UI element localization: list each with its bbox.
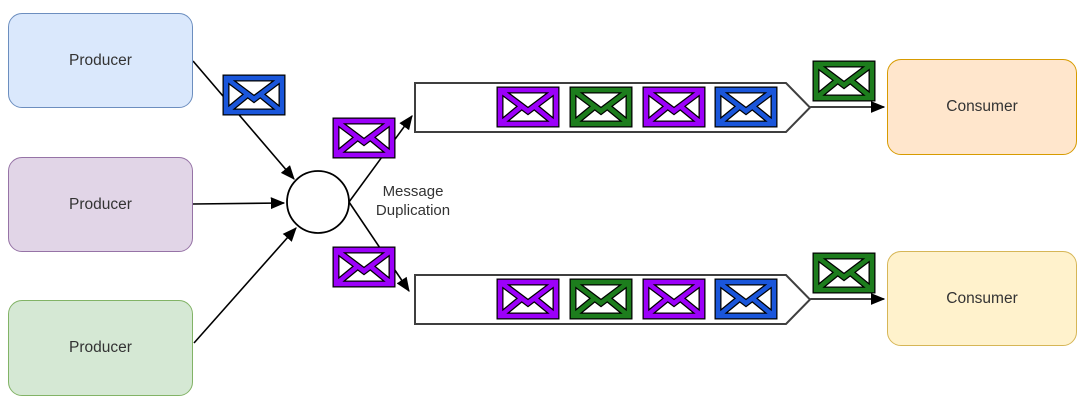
envelope-icon-queue1-blue (718, 90, 774, 124)
envelope-icon-queue1-purple-1 (500, 90, 556, 124)
arrow-duplicator-to-queue-1 (348, 115, 413, 203)
producer-3-label: Producer (69, 339, 132, 356)
arrow-producer-1-to-duplicator (192, 60, 295, 180)
producer-box-1: Producer (8, 13, 193, 108)
producer-box-2: Producer (8, 157, 193, 252)
consumer-2-label: Consumer (946, 289, 1018, 307)
producer-2-label: Producer (69, 195, 132, 213)
envelope-icon-queue1-green (573, 90, 629, 124)
consumer-box-2: Consumer (887, 251, 1077, 346)
envelope-icon-queue2-blue (718, 282, 774, 316)
envelope-icon-green-bottom (816, 256, 872, 290)
producer-1-label: Producer (69, 51, 132, 69)
consumer-box-1: Consumer (887, 59, 1077, 155)
arrow-producer-2-to-duplicator (192, 197, 286, 210)
envelope-icon-purple-bottom (336, 250, 392, 284)
producer-box-3: Producer (8, 300, 193, 396)
envelope-icon-queue2-purple-1 (500, 282, 556, 316)
arrow-producer-3-to-duplicator (193, 227, 297, 344)
envelope-icon-blue-producer (226, 78, 282, 112)
duplication-node-label: Message Duplication (375, 183, 451, 220)
envelope-icon-queue1-purple-2 (646, 90, 702, 124)
consumer-1-label: Consumer (946, 98, 1018, 115)
envelope-icon-purple-top (336, 121, 392, 155)
envelope-icon-queue2-green (573, 282, 629, 316)
envelope-icon-green-top (816, 64, 872, 98)
envelope-icon-queue2-purple-2 (646, 282, 702, 316)
duplication-node (286, 170, 350, 234)
